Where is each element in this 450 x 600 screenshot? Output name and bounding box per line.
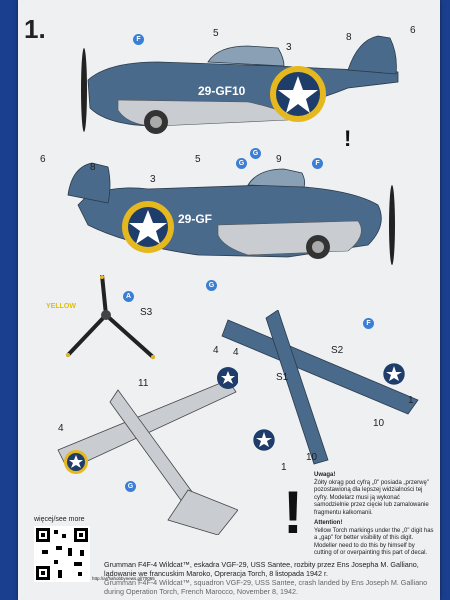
aircraft-code-2: 29-GF — [178, 212, 213, 226]
warning-exclamation: ! — [283, 479, 303, 546]
callout-4-u2: 4 — [58, 423, 64, 434]
paint-badge-g-2: G — [236, 158, 247, 169]
caption: Grumman F4F-4 Wildcat™, eskadra VGF-29, … — [104, 560, 434, 596]
paint-badge-f-2: F — [312, 158, 323, 169]
instruction-sheet: 1. 29-GF10 5 3 8 6 F G ! 29 — [18, 0, 440, 600]
yellow-label: YELLOW — [46, 303, 76, 310]
warning-title-pl: Uwaga! — [314, 472, 336, 478]
paint-badge-f: F — [133, 34, 144, 45]
callout-6: 6 — [410, 25, 416, 36]
paint-badge-f-3: F — [363, 318, 374, 329]
callout-9: 9 — [276, 154, 282, 165]
caption-en: Grumman F4F-4 Wildcat™, squadron VGF-29,… — [104, 578, 428, 596]
callout-1-a: 1 — [408, 395, 414, 406]
callout-11: 11 — [138, 378, 149, 389]
callout-3: 3 — [286, 42, 292, 53]
callout-4-u1: 4 — [213, 345, 219, 356]
callout-3-b: 3 — [150, 174, 156, 185]
warning-text-en: Yellow Torch markings under the „0" digi… — [314, 527, 434, 557]
callout-8: 8 — [346, 32, 352, 43]
caption-pl: Grumman F4F-4 Wildcat™, eskadra VGF-29, … — [104, 560, 419, 578]
warning-pl: Uwaga! Żółty okrąg pod cyfrą „0" posiada… — [314, 472, 434, 517]
warning-text-pl: Żółty okrąg pod cyfrą „0" posiada „przer… — [314, 479, 429, 516]
callout-5: 5 — [213, 28, 219, 39]
stencil-s1: S1 — [276, 372, 289, 383]
profile-right-view — [67, 162, 395, 265]
propeller-detail — [66, 275, 155, 359]
stencil-s3: S3 — [140, 307, 153, 318]
profile-left-view — [81, 35, 399, 134]
paint-badge-g-3: G — [206, 280, 217, 291]
paint-badge-g: G — [250, 148, 261, 159]
qr-url[interactable]: http://armahobbynews.pl/70065 — [92, 576, 155, 581]
warning-title-en: Attention! — [314, 520, 343, 526]
qr-code-icon[interactable] — [34, 526, 90, 582]
aircraft-code-1: 29-GF10 — [198, 84, 246, 98]
qr-label: więcej/see more — [34, 516, 85, 523]
underside-view — [57, 367, 238, 535]
stencil-s2: S2 — [331, 345, 344, 356]
top-view — [221, 310, 419, 465]
callout-5-b: 5 — [195, 154, 201, 165]
sheet-number: 1. — [24, 14, 46, 44]
callout-1-b: 1 — [281, 462, 287, 473]
paint-badge-a: A — [123, 291, 134, 302]
callout-8-b: 8 — [90, 162, 96, 173]
callout-10-b: 10 — [306, 452, 318, 463]
warning-en: Attention! Yellow Torch markings under t… — [314, 520, 434, 558]
callout-6-b: 6 — [40, 154, 46, 165]
callout-4-t: 4 — [233, 347, 239, 358]
paint-badge-g-4: G — [125, 481, 136, 492]
exclamation-1: ! — [344, 126, 352, 151]
callout-10-a: 10 — [373, 418, 385, 429]
